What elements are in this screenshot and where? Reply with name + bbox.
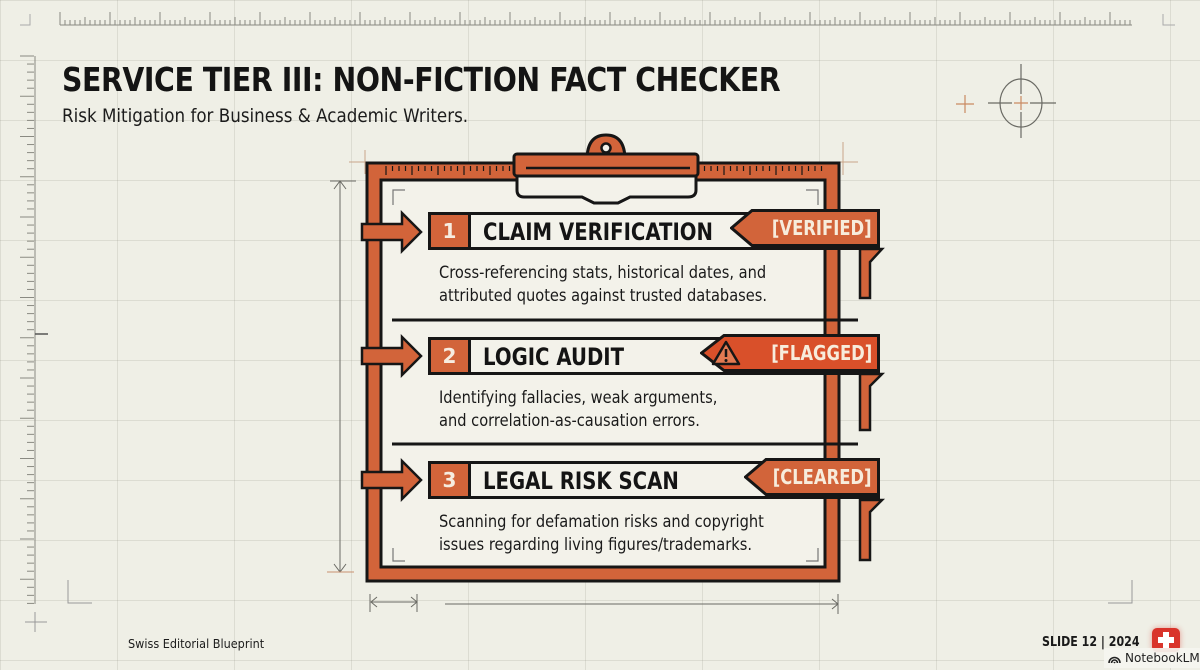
description-line: attributed quotes against trusted databa… [439, 286, 768, 306]
step-number: 2 [431, 340, 471, 372]
step-description: Scanning for defamation risks and copyri… [439, 511, 764, 557]
status-badge-cleared: [CLEARED] [736, 458, 880, 496]
page-title: SERVICE TIER III: NON-FICTION FACT CHECK… [62, 60, 781, 99]
status-text: [VERIFIED] [772, 216, 872, 240]
notebooklm-watermark: NotebookLM [1104, 648, 1200, 668]
description-line: Identifying fallacies, weak arguments, [439, 388, 718, 408]
step-title: LOGIC AUDIT [483, 343, 625, 371]
step-description: Identifying fallacies, weak arguments, a… [439, 387, 717, 433]
clipboard-clip [512, 133, 700, 205]
arrow-right-icon [360, 209, 423, 503]
description-line: Cross-referencing stats, historical date… [439, 263, 767, 283]
watermark-text: NotebookLM [1125, 651, 1200, 665]
step-description: Cross-referencing stats, historical date… [439, 262, 767, 308]
step-number: 1 [431, 215, 471, 247]
status-badge-flagged: [FLAGGED] [692, 334, 880, 372]
notebooklm-logo-icon [1108, 656, 1121, 664]
description-line: issues regarding living figures/trademar… [439, 535, 752, 555]
step-title: LEGAL RISK SCAN [483, 467, 679, 495]
page-subtitle: Risk Mitigation for Business & Academic … [62, 105, 469, 127]
step-title: CLAIM VERIFICATION [483, 218, 713, 246]
description-line: Scanning for defamation risks and copyri… [439, 512, 764, 532]
crosshair-target-icon [988, 64, 1056, 138]
status-text: [FLAGGED] [770, 341, 872, 365]
top-ruler [59, 12, 1132, 26]
status-badge-verified: [VERIFIED] [722, 209, 880, 247]
description-line: and correlation-as-causation errors. [439, 411, 700, 431]
status-text: [CLEARED] [773, 465, 872, 489]
step-number: 3 [431, 464, 471, 496]
footer-brand: Swiss Editorial Blueprint [128, 636, 265, 651]
warning-icon [711, 340, 740, 366]
slide-number: SLIDE 12 | 2024 [1042, 635, 1140, 650]
